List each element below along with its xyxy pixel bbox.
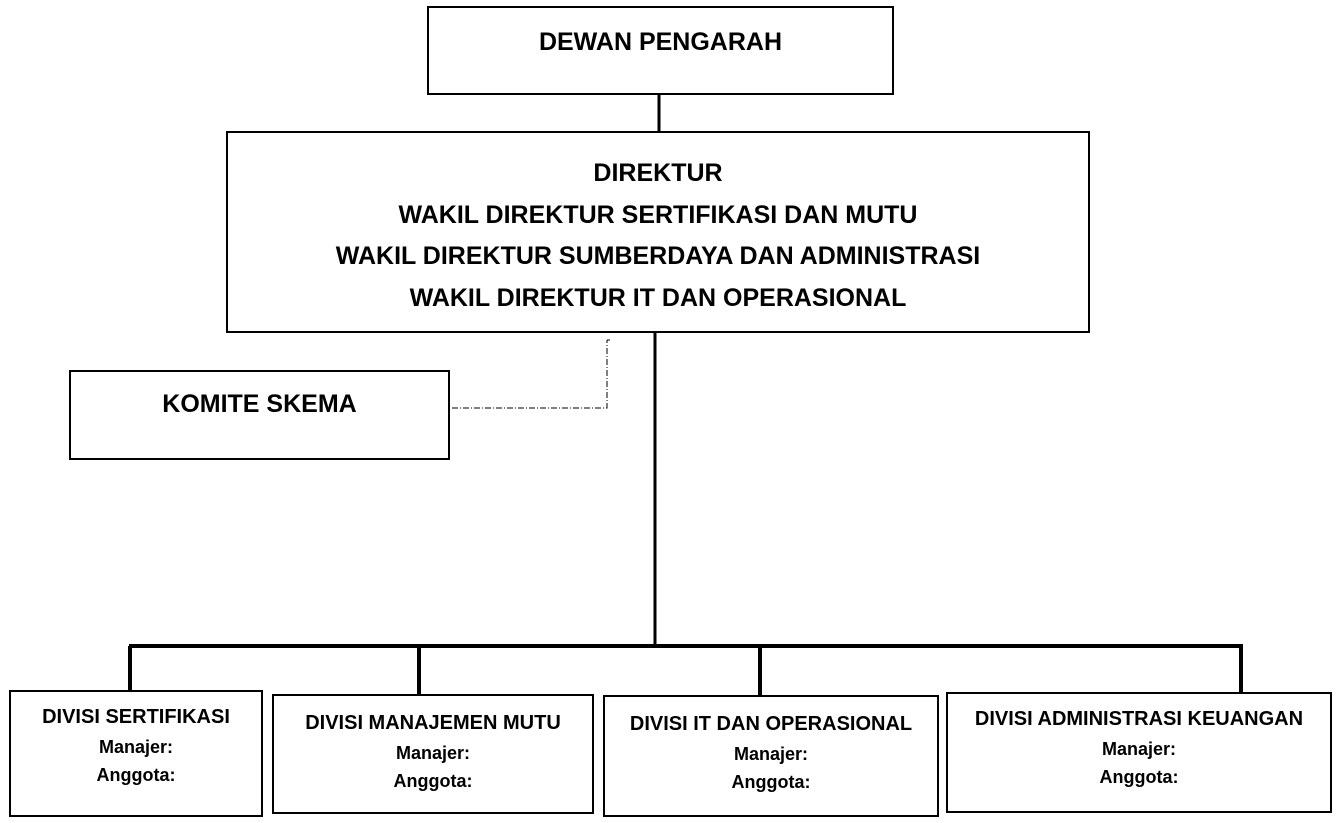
division-member-label: Anggota: bbox=[731, 772, 811, 792]
division-member-label: Anggota: bbox=[96, 765, 176, 785]
direktur-box: DIREKTUR WAKIL DIREKTUR SERTIFIKASI DAN … bbox=[226, 131, 1090, 333]
divisi-it-operasional-box: DIVISI IT DAN OPERASIONAL Manajer: Anggo… bbox=[603, 695, 939, 817]
wakil-direktur-sumberdaya-administrasi: WAKIL DIREKTUR SUMBERDAYA DAN ADMINISTRA… bbox=[335, 242, 981, 270]
division-title: DIVISI SERTIFIKASI bbox=[42, 706, 230, 728]
division-manager-label: Manajer: bbox=[1101, 739, 1177, 759]
division-member-label: Anggota: bbox=[1099, 767, 1179, 787]
division-title: DIVISI ADMINISTRASI KEUANGAN bbox=[974, 708, 1304, 730]
direktur-title: DIREKTUR bbox=[593, 159, 723, 187]
divisi-manajemen-mutu-box: DIVISI MANAJEMEN MUTU Manajer: Anggota: bbox=[272, 694, 594, 814]
dewan-pengarah-box: DEWAN PENGARAH bbox=[427, 6, 894, 95]
connector-komite-skema-dashed bbox=[452, 340, 608, 409]
division-title: DIVISI MANAJEMEN MUTU bbox=[305, 712, 561, 734]
komite-skema-box: KOMITE SKEMA bbox=[69, 370, 450, 460]
divisi-sertifikasi-box: DIVISI SERTIFIKASI Manajer: Anggota: bbox=[9, 690, 263, 817]
wakil-direktur-it-operasional: WAKIL DIREKTUR IT DAN OPERASIONAL bbox=[409, 283, 907, 312]
division-title: DIVISI IT DAN OPERASIONAL bbox=[629, 713, 913, 735]
komite-skema-title: KOMITE SKEMA bbox=[162, 390, 357, 418]
division-manager-label: Manajer: bbox=[395, 743, 471, 763]
dewan-pengarah-title: DEWAN PENGARAH bbox=[538, 28, 783, 56]
wakil-direktur-sertifikasi-mutu: WAKIL DIREKTUR SERTIFIKASI DAN MUTU bbox=[398, 200, 918, 229]
division-manager-label: Manajer: bbox=[733, 744, 809, 764]
divisi-administrasi-keuangan-box: DIVISI ADMINISTRASI KEUANGAN Manajer: An… bbox=[946, 692, 1332, 813]
division-member-label: Anggota: bbox=[393, 771, 473, 791]
division-manager-label: Manajer: bbox=[98, 737, 174, 757]
